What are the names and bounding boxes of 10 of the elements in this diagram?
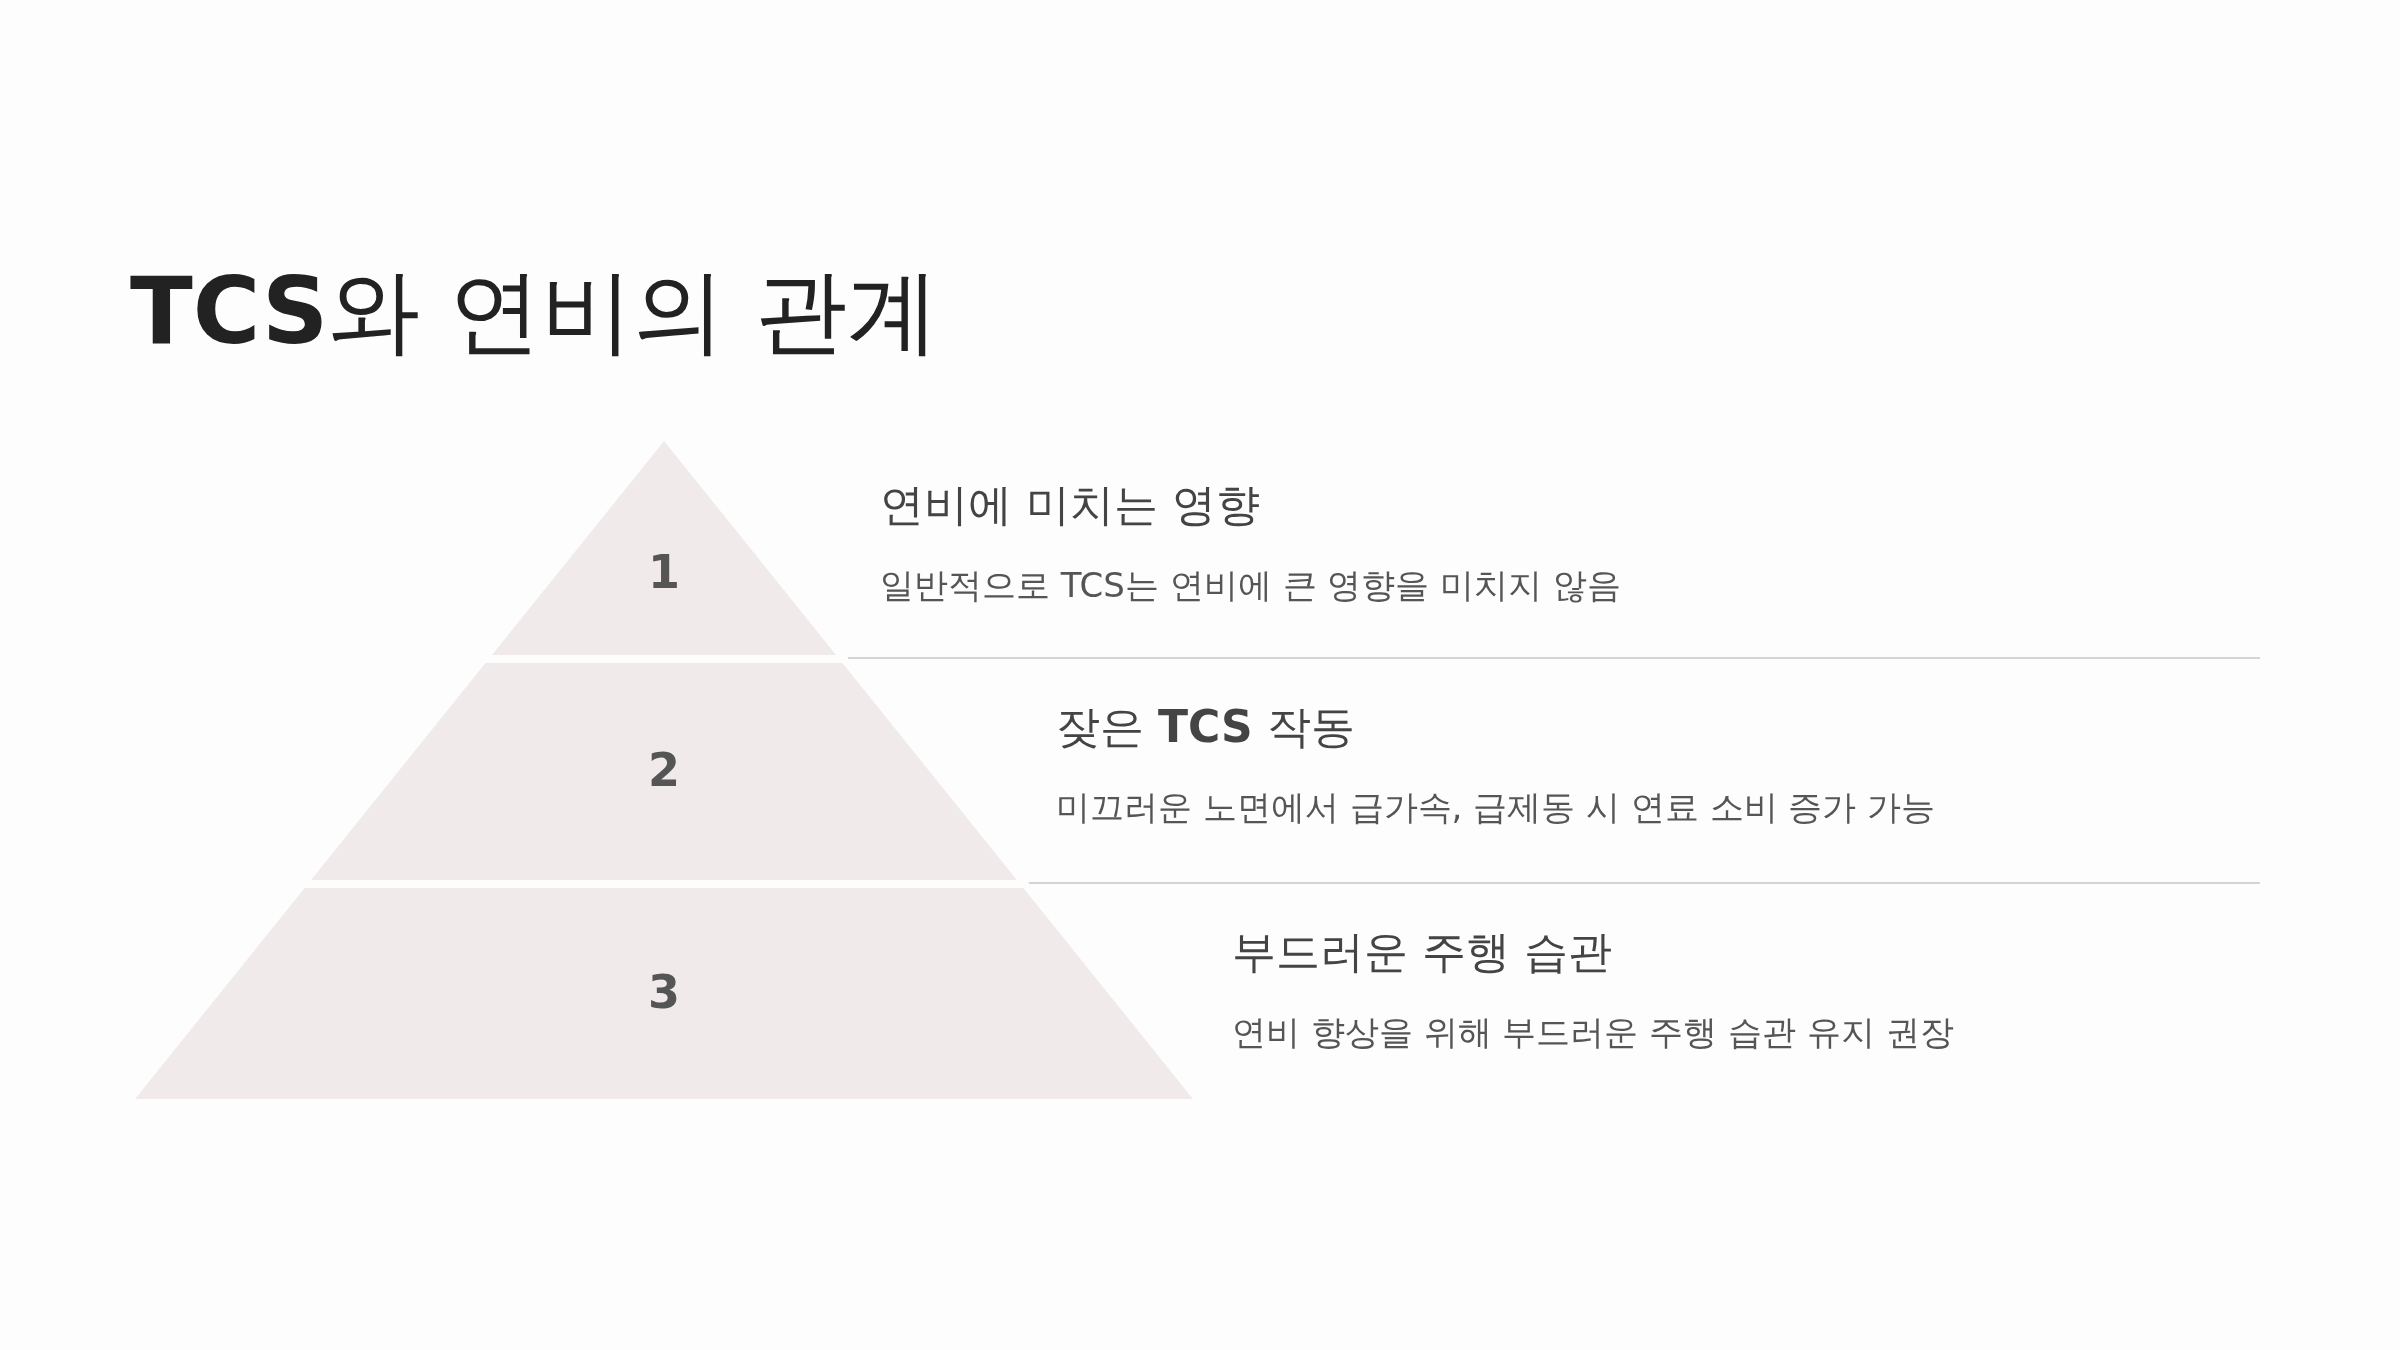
tier-description: 연비 향상을 위해 부드러운 주행 습관 유지 권장 [1232,1011,1954,1054]
tier-heading: 잦은 TCS 작동 [1056,699,1355,754]
tier-number: 2 [648,743,680,797]
tier-description: 일반적으로 TCS는 연비에 큰 영향을 미치지 않음 [880,564,1621,607]
tier-description: 미끄러운 노면에서 급가속, 급제동 시 연료 소비 증가 가능 [1056,786,1936,829]
tier-number: 1 [648,545,680,599]
slide-title: TCS와 연비의 관계 [130,257,939,367]
tier-heading: 부드러운 주행 습관 [1232,924,1612,979]
tier-number: 3 [648,965,680,1019]
tier-heading: 연비에 미치는 영향 [880,477,1260,532]
